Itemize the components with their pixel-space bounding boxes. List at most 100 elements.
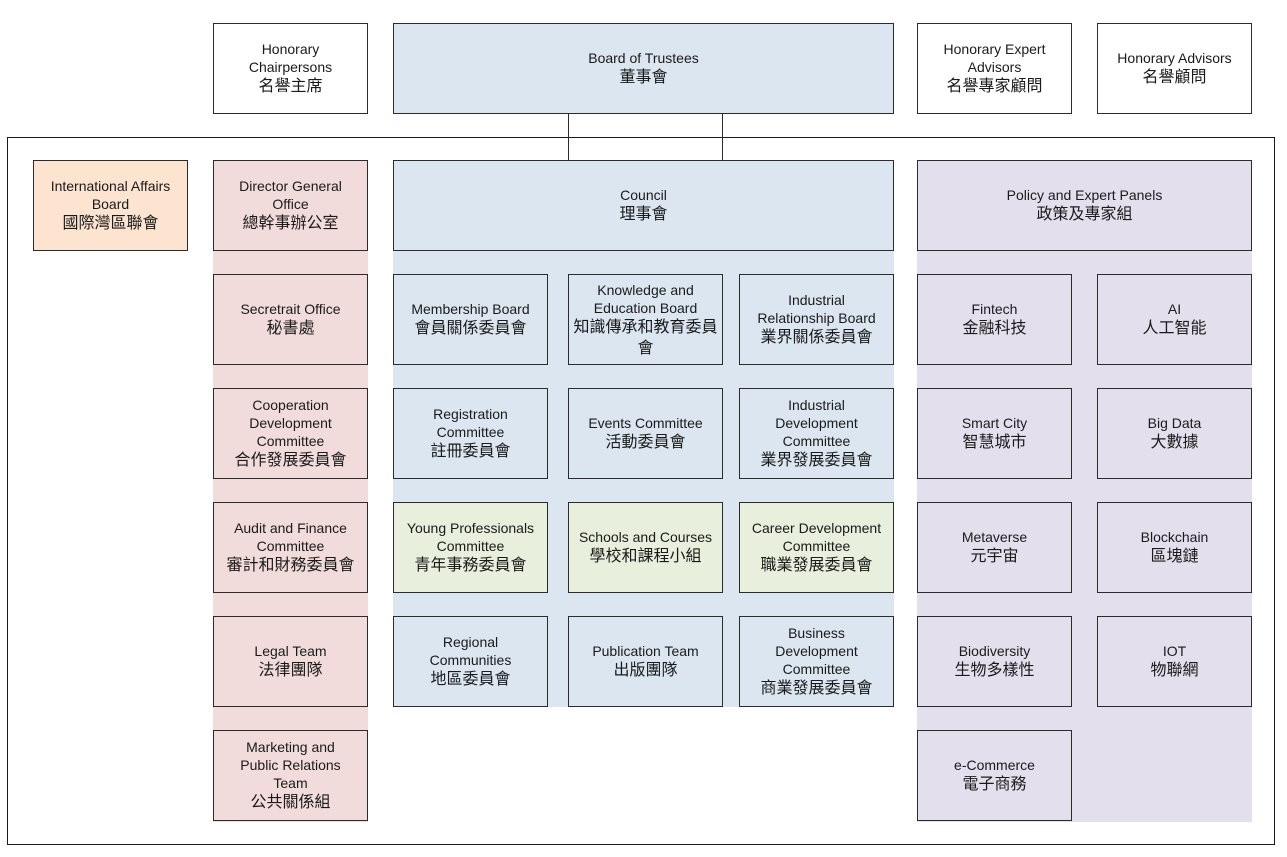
fintech-panel-box: Fintech 金融科技 [917,274,1072,365]
committee-en: Events Committee [588,415,703,431]
big-data-panel-box: Big Data 大數據 [1097,388,1252,479]
council-zh: 理事會 [619,204,668,224]
admin-box-en: Director General Office [239,177,342,213]
panel-zh: 金融科技 [962,318,1027,338]
policy-column-strip [917,160,1252,822]
honorary-expert-advisors-zh: 名譽專家顧問 [946,76,1043,96]
committee-en: Career Development Committee [751,519,882,555]
smart-city-panel-box: Smart City 智慧城市 [917,388,1072,479]
ai-panel-box: AI 人工智能 [1097,274,1252,365]
committee-en: Regional Communities [429,633,512,669]
panel-zh: 大數據 [1150,432,1199,452]
panel-en: Blockchain [1140,529,1209,545]
honorary-chairpersons-en: Honorary Chairpersons [248,40,333,76]
metaverse-panel-box: Metaverse 元宇宙 [917,502,1072,593]
marketing-pr-team-box: Marketing and Public Relations Team 公共關係… [213,730,368,821]
young-professionals-committee-box: Young Professionals Committee 青年事務委員會 [393,502,548,593]
panel-zh: 元宇宙 [970,546,1019,566]
committee-en: Knowledge and Education Board [593,281,698,316]
honorary-advisors-zh: 名譽顧問 [1142,67,1207,87]
admin-box-zh: 秘書處 [266,318,315,338]
registration-committee-box: Registration Committee 註冊委員會 [393,388,548,479]
panel-zh: 智慧城市 [962,432,1027,452]
honorary-advisors-box: Honorary Advisors 名譽顧問 [1097,23,1252,114]
panel-en: Smart City [961,415,1028,431]
committee-zh: 會員關係委員會 [414,318,527,338]
committee-en: Young Professionals Committee [406,519,535,555]
admin-column-strip [213,160,368,822]
board-of-trustees-box: Board of Trustees 董事會 [393,23,894,114]
committee-zh: 出版團隊 [613,660,678,680]
main-frame [7,137,1275,845]
industrial-development-committee-box: Industrial Development Committee 業界發展委員會 [739,388,894,479]
committee-zh: 業界關係委員會 [760,327,873,347]
admin-box-en: Audit and Finance Committee [234,519,347,555]
industrial-relationship-board-box: Industrial Relationship Board 業界關係委員會 [739,274,894,365]
panel-zh: 區塊鏈 [1150,546,1199,566]
publication-team-box: Publication Team 出版團隊 [568,616,723,707]
events-committee-box: Events Committee 活動委員會 [568,388,723,479]
admin-box-zh: 合作發展委員會 [234,450,347,470]
secretariat-office-box: Secretrait Office 秘書處 [213,274,368,365]
council-en: Council [620,187,667,203]
connector-right [722,114,723,160]
business-development-committee-box: Business Development Committee 商業發展委員會 [739,616,894,707]
international-affairs-board-zh: 國際灣區聯會 [62,213,159,233]
schools-courses-box: Schools and Courses 學校和課程小組 [568,502,723,593]
admin-box-zh: 總幹事辦公室 [242,213,339,233]
committee-zh: 註冊委員會 [430,441,511,461]
knowledge-education-board-box: Knowledge and Education Board 知識傳承和教育委員會 [568,274,723,365]
admin-box-en: Cooperation Development Committee [249,396,332,450]
admin-box-zh: 公共關係組 [250,792,331,812]
honorary-expert-advisors-en: Honorary Expert Advisors [943,40,1046,76]
committee-zh: 職業發展委員會 [760,555,873,575]
international-affairs-board-en: International Affairs Board [50,177,171,213]
committee-en: Publication Team [592,643,699,659]
policy-zh: 政策及專家組 [1036,204,1133,224]
committee-zh: 商業發展委員會 [760,678,873,698]
admin-box-en: Marketing and Public Relations Team [240,738,341,792]
committee-en: Schools and Courses [578,529,713,545]
honorary-chairpersons-zh: 名譽主席 [258,76,323,96]
director-general-office-box: Director General Office 總幹事辦公室 [213,160,368,251]
committee-en: Industrial Development Committee [775,396,858,450]
committee-en: Membership Board [411,301,530,317]
panel-zh: 電子商務 [962,774,1027,794]
policy-expert-panels-box: Policy and Expert Panels 政策及專家組 [917,160,1252,251]
panel-en: IOT [1162,643,1187,659]
admin-box-zh: 審計和財務委員會 [226,555,355,575]
blockchain-panel-box: Blockchain 區塊鏈 [1097,502,1252,593]
honorary-advisors-en: Honorary Advisors [1117,50,1232,66]
committee-zh: 知識傳承和教育委員會 [573,316,718,357]
committee-en: Registration Committee [433,405,508,441]
policy-en: Policy and Expert Panels [1006,187,1163,203]
cooperation-development-committee-box: Cooperation Development Committee 合作發展委員… [213,388,368,479]
panel-en: AI [1167,301,1182,317]
career-development-committee-box: Career Development Committee 職業發展委員會 [739,502,894,593]
committee-zh: 活動委員會 [605,432,686,452]
committee-zh: 業界發展委員會 [760,450,873,470]
panel-en: Biodiversity [958,643,1031,659]
membership-board-box: Membership Board 會員關係委員會 [393,274,548,365]
admin-box-en: Legal Team [254,643,327,659]
committee-en: Industrial Relationship Board [757,291,876,327]
committee-zh: 學校和課程小組 [589,546,702,566]
panel-en: Big Data [1147,415,1202,431]
honorary-expert-advisors-box: Honorary Expert Advisors 名譽專家顧問 [917,23,1072,114]
legal-team-box: Legal Team 法律團隊 [213,616,368,707]
panel-en: Fintech [971,301,1018,317]
ecommerce-panel-box: e-Commerce 電子商務 [917,730,1072,821]
panel-en: e-Commerce [954,757,1035,773]
committee-en: Business Development Committee [775,624,858,678]
honorary-chairpersons-box: Honorary Chairpersons 名譽主席 [213,23,368,114]
connector-left [568,114,569,160]
panel-zh: 物聯網 [1150,660,1199,680]
panel-zh: 人工智能 [1142,318,1207,338]
international-affairs-board-box: International Affairs Board 國際灣區聯會 [33,160,188,251]
board-of-trustees-en: Board of Trustees [588,50,699,66]
regional-communities-box: Regional Communities 地區委員會 [393,616,548,707]
committee-zh: 地區委員會 [430,669,511,689]
iot-panel-box: IOT 物聯網 [1097,616,1252,707]
panel-en: Metaverse [961,529,1028,545]
admin-box-en: Secretrait Office [240,301,341,317]
